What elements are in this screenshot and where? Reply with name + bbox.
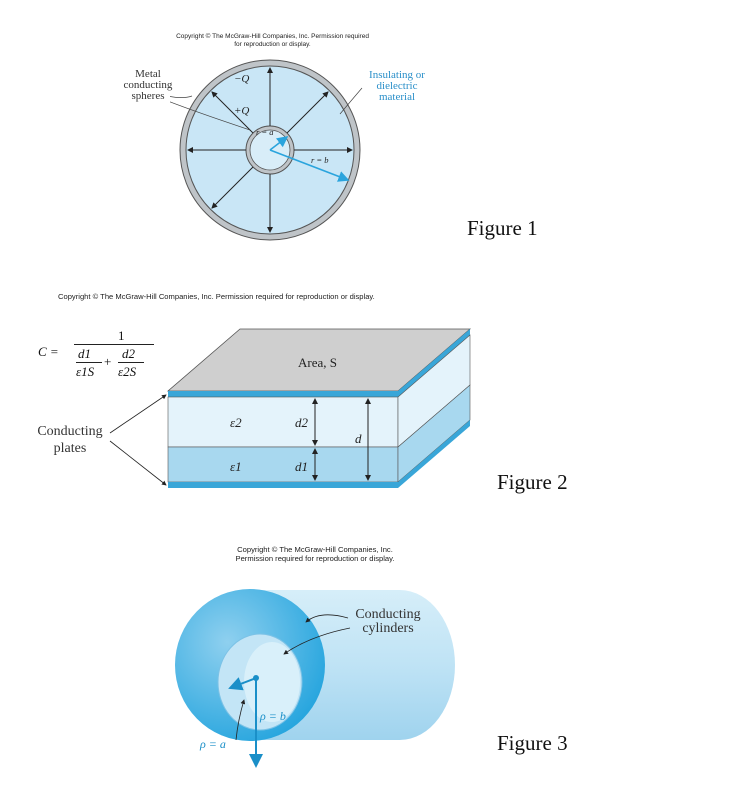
figure1-caption: Figure 1: [467, 216, 538, 240]
charge-outer-label: −Q: [234, 73, 249, 85]
rho-b-label: ρ = b: [259, 709, 286, 723]
metal-spheres-label: Metal conducting spheres: [123, 68, 173, 102]
field-arrows: [187, 67, 353, 233]
figure2-capacitor-diagram: Area, S ε2 ε1 d2 d1 d: [109, 328, 472, 488]
radius-arrows: [269, 136, 350, 182]
d1-label: d1: [295, 459, 308, 474]
figure2-copyright: Copyright © The McGraw-Hill Companies, I…: [58, 292, 375, 301]
figure3-caption: Figure 3: [497, 731, 568, 755]
d-total-label: d: [355, 431, 362, 446]
figure1-spheres-diagram: −Q +Q r = a r = b: [170, 59, 363, 241]
figure3-cylinders-diagram: ρ = b ρ = a: [175, 589, 455, 768]
conducting-cylinders-label: Conducting cylinders: [355, 607, 421, 636]
rho-a-label: ρ = a: [199, 737, 226, 751]
d2-label: d2: [295, 415, 309, 430]
figure1-copyright-line1: Copyright © The McGraw-Hill Companies, I…: [176, 33, 369, 40]
eps1-label: ε1: [230, 459, 242, 474]
figure3-copyright: Copyright © The McGraw-Hill Companies, I…: [235, 545, 395, 563]
capacitance-formula: C = 1 d1 ε1S + d2 ε2S: [38, 328, 154, 390]
dielectric-eps1: [167, 446, 399, 483]
area-label: Area, S: [298, 355, 337, 370]
radius-a-label: r = a: [256, 127, 274, 137]
figure1-copyright: Copyright © The McGraw-Hill Companies, I…: [150, 33, 395, 49]
radius-b-label: r = b: [311, 155, 329, 165]
formula-numerator: 1: [118, 328, 125, 343]
charge-inner-label: +Q: [234, 105, 249, 117]
insulating-material-label: Insulating or dielectric material: [369, 69, 425, 103]
bottom-plate: [168, 482, 398, 488]
figure2-caption: Figure 2: [497, 470, 568, 494]
figure1-copyright-line2: for reproduction or display.: [234, 41, 311, 48]
eps2-label: ε2: [230, 415, 242, 430]
dielectric-eps2: [167, 396, 399, 448]
conducting-plates-label: Conducting plates: [37, 424, 103, 456]
formula-lhs: C =: [38, 344, 59, 359]
